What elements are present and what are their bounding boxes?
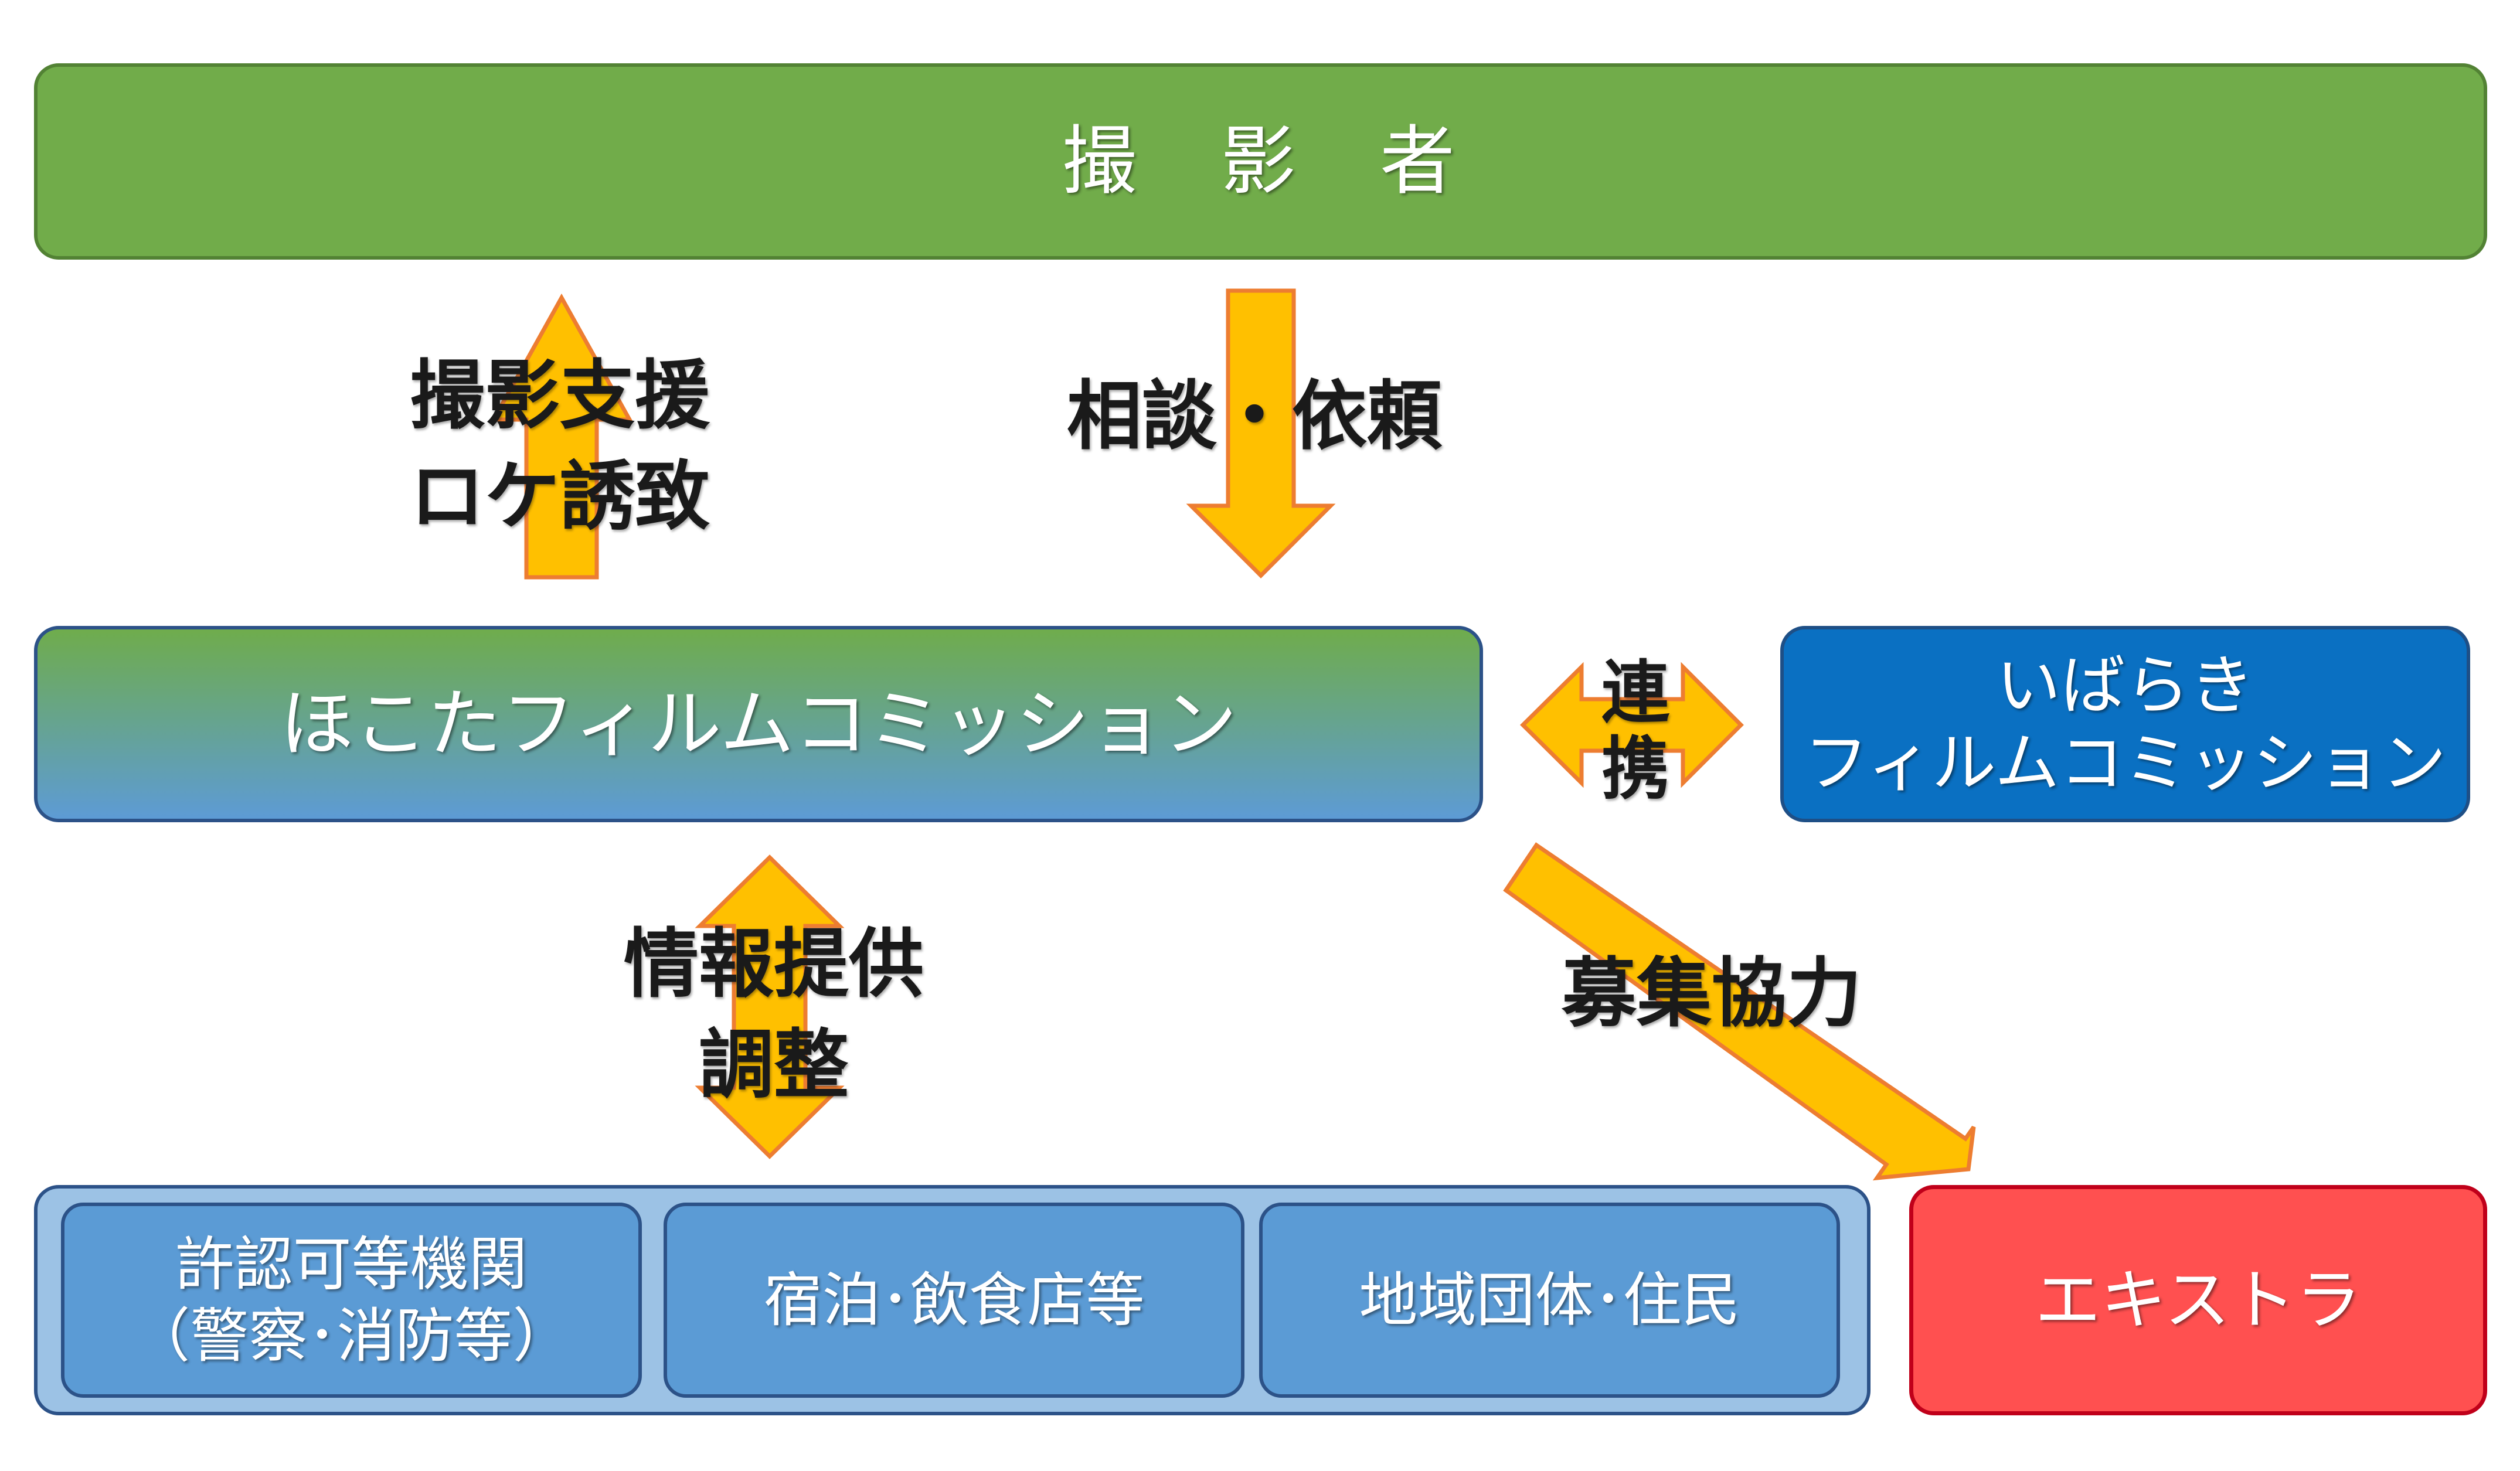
photographer-label: 撮 影 者 [1062, 117, 1460, 205]
consult-down-arrow [1186, 288, 1336, 578]
support-up-arrow [490, 293, 633, 580]
hokota-film-commission-label: ほこたフィルムコミッション [280, 680, 1237, 767]
recruit-diagonal-arrow [1503, 842, 1976, 1181]
ibaraki-label-line1: いばらき [1996, 648, 2254, 723]
info-label-line1: 情報提供 [623, 921, 924, 1008]
support-label-line2: ロケ誘致 [409, 452, 710, 540]
renkei-label-line2: 携 [1601, 729, 1669, 809]
lodging-dining-box: 宿泊･飲食店等 [664, 1203, 1244, 1398]
extras-label: エキストラ [2035, 1262, 2362, 1339]
renkei-label-line1: 連 [1601, 653, 1669, 733]
ibaraki-film-commission-box: いばらき フィルムコミッション [1780, 626, 2470, 822]
hokota-film-commission-box: ほこたフィルムコミッション [34, 626, 1483, 822]
photographer-box: 撮 影 者 [34, 63, 2487, 260]
permit-agencies-box: 許認可等機関 （警察･消防等） [61, 1203, 642, 1398]
support-label-line1: 撮影支援 [409, 352, 710, 440]
ibaraki-label-line2: フィルムコミッション [1804, 725, 2447, 801]
support-label: 撮影支援 ロケ誘致 [390, 346, 730, 547]
extras-box: エキストラ [1909, 1185, 2487, 1415]
consult-label: 相談・依頼 [1066, 373, 1442, 460]
renkei-label: 連 携 [1574, 655, 1697, 808]
info-double-arrow [695, 854, 845, 1159]
permit-agencies-line2: （警察･消防等） [131, 1301, 572, 1370]
lodging-dining-label: 宿泊･飲食店等 [763, 1265, 1145, 1334]
community-residents-box: 地域団体･住民 [1259, 1203, 1840, 1398]
permit-agencies-line1: 許認可等機関 [175, 1230, 528, 1299]
info-label: 情報提供 調整 [598, 914, 950, 1115]
community-residents-label: 地域団体･住民 [1359, 1265, 1740, 1334]
info-label-line2: 調整 [698, 1021, 849, 1109]
renkei-double-arrow [1520, 662, 1744, 788]
recruit-label: 募集協力 [1561, 950, 1862, 1037]
